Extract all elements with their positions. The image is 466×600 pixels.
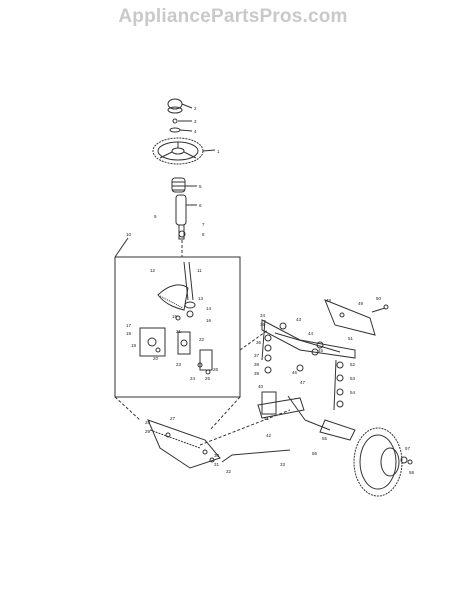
callout-2: 2	[194, 106, 197, 111]
callout-27: 27	[170, 416, 176, 421]
inset-box	[114, 237, 241, 398]
spindle-right	[319, 359, 356, 441]
tie-rod	[287, 395, 331, 431]
callout-48: 48	[326, 298, 332, 303]
callout-46: 46	[292, 370, 298, 375]
callout-13: 13	[198, 296, 204, 301]
callout-58: 58	[409, 470, 415, 475]
callout-37: 37	[254, 353, 260, 358]
callout-55: 55	[322, 436, 328, 441]
callout-5: 5	[199, 184, 202, 189]
callout-23: 23	[176, 362, 182, 367]
callout-51: 51	[348, 336, 354, 341]
callout-26: 26	[213, 367, 219, 372]
callout-8: 8	[202, 232, 205, 237]
leader-lines	[178, 103, 216, 206]
callout-41: 41	[264, 416, 270, 421]
axle-pivot-bracket	[324, 299, 389, 336]
callout-50: 50	[376, 296, 382, 301]
hardware-stacks	[264, 334, 344, 408]
lower-steering-shaft	[183, 261, 196, 318]
callout-38: 38	[254, 362, 260, 367]
callout-34: 34	[260, 313, 266, 318]
callout-18: 18	[126, 331, 132, 336]
callout-22: 22	[199, 337, 205, 342]
callout-6: 6	[199, 203, 202, 208]
callout-19: 19	[131, 343, 137, 348]
callout-56: 56	[312, 451, 318, 456]
callout-14: 14	[206, 306, 212, 311]
callout-16: 16	[206, 318, 212, 323]
sector-gear	[157, 284, 189, 311]
callout-57: 57	[405, 446, 411, 451]
spindle-left	[257, 319, 305, 419]
callout-33: 33	[280, 462, 286, 467]
callout-11: 11	[197, 268, 202, 273]
callout-43: 43	[296, 317, 302, 322]
steering-cap	[167, 98, 183, 114]
callout-17: 17	[126, 323, 132, 328]
steering-arm	[147, 419, 221, 469]
callout-35: 35	[260, 322, 266, 327]
callout-49: 49	[358, 301, 364, 306]
callout-24: 24	[190, 376, 196, 381]
callout-54: 54	[350, 390, 356, 395]
drag-link	[221, 449, 291, 463]
front-axle	[261, 319, 356, 359]
callout-10: 10	[126, 232, 132, 237]
callout-53: 53	[350, 376, 356, 381]
callout-39: 39	[254, 371, 260, 376]
callout-36: 36	[256, 340, 262, 345]
callout-9: 9	[154, 214, 157, 219]
front-wheel	[353, 427, 413, 497]
steering-wheel	[152, 137, 204, 165]
callout-3: 3	[194, 119, 197, 124]
callout-15: 15	[172, 314, 178, 319]
callout-7: 7	[202, 222, 205, 227]
callout-45: 45	[318, 348, 324, 353]
callout-labels: 1 2 3 4 5 6 7 8 9 10 11 12 13 14 15 16 1…	[126, 106, 415, 475]
callout-20: 20	[153, 356, 159, 361]
callout-42: 42	[266, 433, 272, 438]
steering-adapter	[171, 177, 186, 193]
callout-30: 30	[214, 453, 220, 458]
watermark-text: AppliancePartsPros.com	[118, 6, 348, 27]
callout-40: 40	[258, 384, 264, 389]
callout-1: 1	[217, 149, 220, 154]
relation-lines	[114, 329, 291, 446]
callout-12: 12	[150, 268, 156, 273]
upper-steering-shaft	[175, 194, 187, 240]
callout-52: 52	[350, 362, 356, 367]
callout-25: 25	[205, 376, 211, 381]
callout-44: 44	[308, 331, 314, 336]
steering-bracket	[139, 315, 213, 375]
callout-4: 4	[194, 129, 197, 134]
callout-31: 31	[214, 462, 220, 467]
callout-28: 28	[145, 420, 151, 425]
callout-29: 29	[145, 429, 151, 434]
callout-47: 47	[300, 380, 306, 385]
callout-32: 32	[226, 469, 232, 474]
callout-21: 21	[176, 329, 182, 334]
